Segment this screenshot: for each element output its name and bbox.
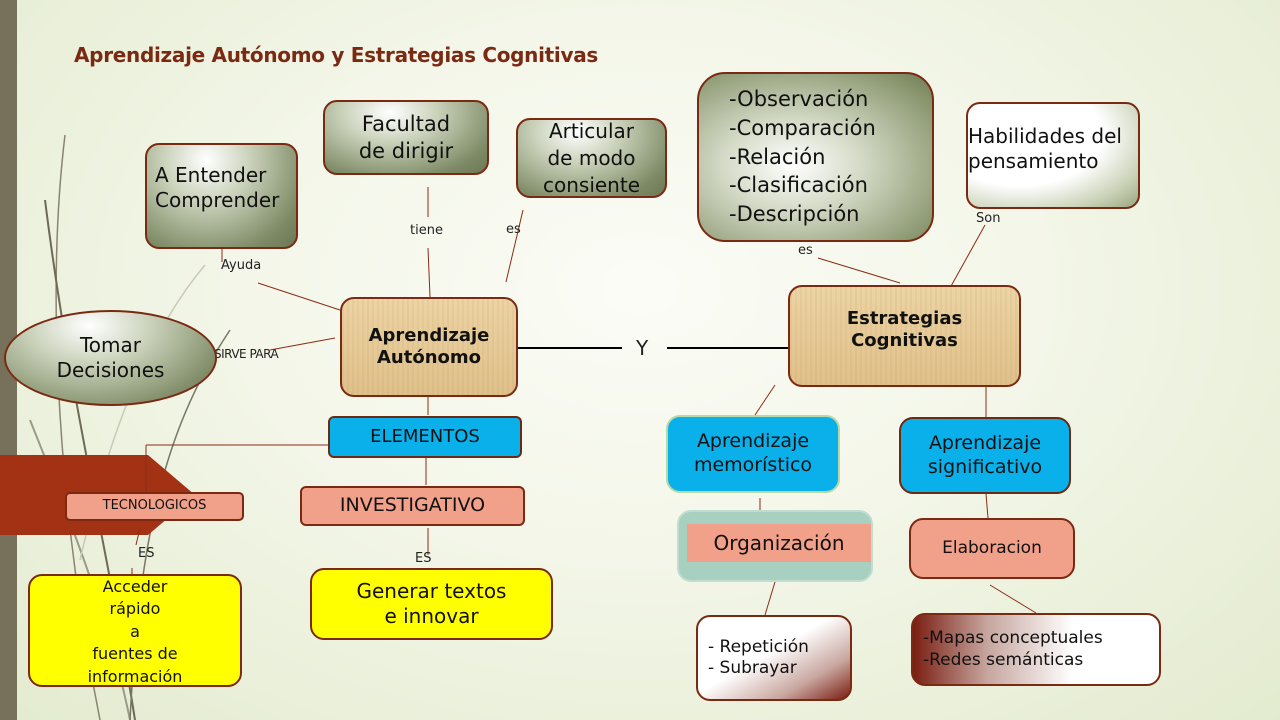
node-text: Aprendizaje (368, 324, 490, 346)
node-text: Cognitivas (851, 330, 958, 351)
node-text: información (87, 666, 183, 686)
node-text: TECNOLOGICOS (102, 498, 207, 514)
node-text: Decisiones (56, 358, 165, 382)
node-text: Habilidades del (968, 123, 1122, 148)
node-elaboracion[interactable]: Elaboracion (909, 518, 1075, 579)
node-aprendizaje-memoristico[interactable]: Aprendizaje memorístico (666, 415, 840, 493)
link-label-son: Son (976, 211, 1001, 226)
node-articular[interactable]: Articular de modo consiente (516, 118, 667, 198)
node-mapas-redes[interactable]: -Mapas conceptuales -Redes semánticas (911, 613, 1161, 686)
node-text: Comprender (155, 188, 280, 212)
node-text: Organización (713, 530, 845, 555)
node-text: Aprendizaje (696, 430, 810, 453)
node-tecnologicos[interactable]: TECNOLOGICOS (65, 492, 244, 521)
link-label-es-tecnologicos: ES (138, 546, 155, 561)
slide-title: Aprendizaje Autónomo y Estrategias Cogni… (74, 43, 599, 67)
link-label-es: es (506, 222, 521, 237)
node-text: de dirigir (358, 138, 454, 163)
organizacion-label-band: Organización (687, 524, 871, 562)
link-label-es-investigativo: ES (415, 551, 432, 566)
link-label-sirve-para: SIRVE PARA (214, 347, 279, 361)
node-habilidades-lista[interactable]: -Observación -Comparación -Relación -Cla… (697, 72, 934, 242)
link-label-es-habilidades: es (798, 243, 813, 258)
node-aprendizaje-autonomo[interactable]: Aprendizaje Autónomo (340, 297, 518, 397)
node-text: consiente (542, 172, 640, 197)
node-text: ELEMENTOS (370, 425, 480, 447)
node-text: Acceder (102, 577, 168, 596)
node-text: memorístico (693, 454, 813, 476)
node-aprendizaje-significativo[interactable]: Aprendizaje significativo (899, 417, 1071, 494)
node-elementos[interactable]: ELEMENTOS (328, 416, 522, 458)
node-estrategias-cognitivas[interactable]: Estrategias Cognitivas (788, 285, 1021, 387)
node-text: Generar textos (356, 579, 507, 603)
node-entender-comprender[interactable]: A Entender Comprender (145, 143, 298, 249)
node-text: Aprendizaje (928, 431, 1042, 454)
node-text: a (130, 621, 140, 641)
node-organizacion[interactable]: Organización (677, 510, 873, 582)
node-text: Elaboracion (942, 537, 1042, 558)
link-label-y: Y (636, 336, 649, 360)
list-item: - Repetición (708, 636, 809, 657)
node-text: rápido (109, 599, 161, 619)
list-item: -Observación (729, 86, 869, 111)
list-item: -Comparación (729, 115, 876, 140)
link-label-ayuda: Ayuda (221, 258, 262, 273)
node-text: Facultad (361, 112, 451, 137)
node-acceder-rapido[interactable]: Acceder rápido a fuentes de información (28, 574, 242, 687)
list-item: -Descripción (729, 202, 860, 227)
node-text: e innovar (384, 604, 479, 628)
node-repeticion-subrayar[interactable]: - Repetición - Subrayar (696, 615, 852, 701)
node-tomar-decisiones[interactable]: Tomar Decisiones (4, 310, 217, 406)
node-investigativo[interactable]: INVESTIGATIVO (300, 486, 525, 526)
list-item: -Relación (729, 144, 826, 169)
node-text: Estrategias (846, 307, 963, 329)
node-text: de modo (547, 145, 636, 170)
node-text: Tomar (79, 333, 141, 357)
list-item: -Redes semánticas (923, 649, 1084, 670)
node-text: A Entender (155, 163, 267, 187)
list-item: -Mapas conceptuales (923, 628, 1103, 649)
node-text: Articular (548, 118, 634, 143)
node-text: pensamiento (968, 148, 1099, 173)
node-text: Autónomo (376, 347, 482, 368)
list-item: -Clasificación (729, 173, 868, 198)
node-text: significativo (927, 455, 1043, 478)
node-text: fuentes de (92, 644, 178, 664)
node-facultad-de-dirigir[interactable]: Facultad de dirigir (323, 100, 489, 175)
list-item: - Subrayar (708, 658, 797, 678)
node-generar-textos[interactable]: Generar textos e innovar (310, 568, 553, 640)
node-habilidades-del-pensamiento[interactable]: Habilidades del pensamiento (966, 102, 1140, 209)
link-label-tiene: tiene (410, 223, 443, 238)
node-text: INVESTIGATIVO (339, 494, 486, 517)
